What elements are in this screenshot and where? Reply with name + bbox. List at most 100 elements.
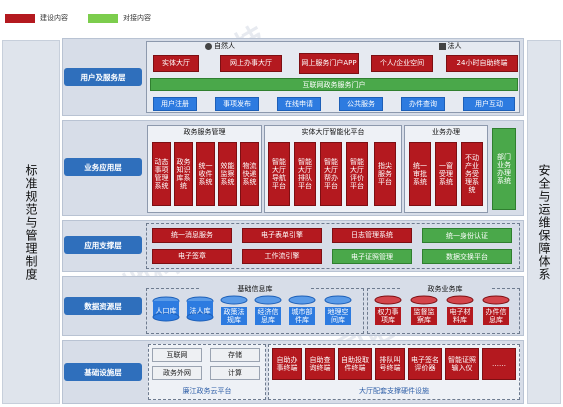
hw-signature-evaluator: 电子签名评价器 — [408, 348, 442, 380]
service-personal-space: 个人/企业空间 — [371, 55, 433, 72]
e-signature: 电子签章 — [152, 249, 232, 264]
hw-self-service: 自助办事终端 — [272, 348, 302, 380]
app-layer-label: 业务应用层 — [64, 158, 142, 176]
db-city: 城市部件库 — [286, 294, 318, 325]
database-icon: 人口库 — [152, 296, 180, 322]
security-side-text: 安全与运维保障体系 — [537, 163, 551, 281]
service-entity-hall: 实体大厅 — [153, 55, 199, 72]
db-case-label: 办件信息库 — [483, 307, 509, 325]
one-window-system: 一窗受理系统 — [435, 142, 457, 206]
support-dashed-frame — [146, 223, 520, 269]
knowledge-base-system: 政务知识库系统 — [174, 142, 193, 206]
db-economy-label: 经济信息库 — [255, 307, 281, 325]
unified-receipt-system: 统一收件系统 — [196, 142, 215, 206]
hw-more: …… — [482, 348, 516, 380]
infra-layer-label: 基础设施层 — [64, 363, 142, 381]
dept-business-system: 部门业务办理系统 — [492, 128, 516, 210]
gov-extranet-box: 政务外网 — [152, 366, 202, 380]
public-service: 公共服务 — [339, 97, 383, 111]
unified-auth: 统一身份认证 — [422, 228, 512, 243]
compute-box: 计算 — [210, 366, 260, 380]
internet-box: 互联网 — [152, 348, 202, 362]
service-app-portal: 网上服务门户APP — [299, 53, 359, 74]
db-population: 人口库 — [150, 296, 182, 322]
db-population-label: 人口库 — [156, 306, 177, 315]
db-supervise: 监督监察库 — [407, 294, 441, 325]
hw-pickup: 自助投取件终端 — [338, 348, 372, 380]
cloud-platform-caption: 廉江政务云平台 — [182, 387, 232, 395]
db-material-label: 电子材料库 — [447, 307, 473, 325]
hall-platform-title: 实体大厅智能化平台 — [301, 128, 365, 136]
hw-queue: 排队叫号终端 — [375, 348, 405, 380]
database-icon — [410, 295, 438, 305]
storage-box: 存储 — [210, 348, 260, 362]
hw-self-query: 自助查询终端 — [305, 348, 335, 380]
hall-hardware-caption: 大厅配套支撑硬件设施 — [359, 387, 429, 395]
db-supervise-label: 监督监察库 — [411, 307, 437, 325]
hw-license-input: 智能证照输入仪 — [445, 348, 479, 380]
hall-help-platform: 智能大厅帮办平台 — [320, 142, 342, 206]
person-icon — [205, 42, 212, 50]
service-self-terminal: 24小时自助终端 — [446, 55, 518, 72]
db-policy: 政策法规库 — [218, 294, 250, 325]
legend-swatch-connect — [88, 14, 118, 23]
legend-label-connect: 对接内容 — [123, 14, 151, 22]
gov-management-title: 政务服务管理 — [183, 128, 226, 136]
log-management-system: 日志管理系统 — [332, 228, 412, 243]
db-policy-label: 政策法规库 — [221, 307, 247, 325]
security-side-panel: 安全与运维保障体系 — [527, 40, 561, 404]
standards-side-panel: 标准规范与管理制度 — [2, 40, 60, 404]
legend-swatch-build — [5, 14, 35, 23]
case-query: 办件查询 — [401, 97, 445, 111]
user-register: 用户注册 — [153, 97, 197, 111]
db-case: 办件信息库 — [479, 294, 513, 325]
logistics-system: 物流快递系统 — [240, 142, 259, 206]
user-layer-label: 用户及服务层 — [64, 68, 142, 86]
user-interact: 用户互动 — [463, 97, 515, 111]
gov-db-title: 政务业务库 — [400, 283, 490, 294]
hall-queue-platform: 智能大厅排队平台 — [294, 142, 316, 206]
hall-nav-platform: 智能大厅导航平台 — [268, 142, 290, 206]
workflow-engine: 工作流引擎 — [242, 249, 322, 264]
db-material: 电子材料库 — [443, 294, 477, 325]
item-publish: 事项发布 — [215, 97, 259, 111]
data-layer-label: 数据资源层 — [64, 297, 142, 315]
internet-portal-bar: 互联网政务服务门户 — [150, 78, 518, 91]
natural-person-label: 自然人 — [190, 40, 250, 52]
unified-message-service: 统一消息服务 — [152, 228, 232, 243]
db-geo: 地理空间库 — [322, 294, 354, 325]
db-legal-label: 法人库 — [190, 306, 211, 315]
legal-person-label: 法人 — [420, 40, 480, 52]
dynamic-items-system: 动态事项管理系统 — [152, 142, 171, 206]
efficiency-supervise-system: 效能监察系统 — [218, 142, 237, 206]
database-icon — [482, 295, 510, 305]
online-apply: 在线申请 — [277, 97, 321, 111]
service-online-hall: 网上办事大厅 — [220, 55, 282, 72]
database-icon — [254, 295, 282, 305]
database-icon: 法人库 — [186, 296, 214, 322]
database-icon — [220, 295, 248, 305]
database-icon — [374, 295, 402, 305]
support-layer-label: 应用支撑层 — [64, 236, 142, 254]
db-economy: 经济信息库 — [252, 294, 284, 325]
standards-side-text: 标准规范与管理制度 — [24, 163, 38, 281]
db-power-label: 权力事项库 — [375, 307, 401, 325]
db-geo-label: 地理空间库 — [325, 307, 351, 325]
legend-label-build: 建设内容 — [40, 14, 68, 22]
data-exchange-platform: 数据交换平台 — [422, 249, 512, 264]
database-icon — [446, 295, 474, 305]
fingertip-platform: 指尖服务平台 — [374, 142, 396, 206]
database-icon — [324, 295, 352, 305]
database-icon — [288, 295, 316, 305]
unified-approval-system: 统一审批系统 — [409, 142, 431, 206]
e-license-management: 电子证照管理 — [332, 249, 412, 264]
business-title: 业务办理 — [432, 128, 460, 136]
building-icon — [438, 42, 446, 50]
db-legal: 法人库 — [184, 296, 216, 322]
hall-evaluate-platform: 智能大厅评价平台 — [346, 142, 368, 206]
db-city-label: 城市部件库 — [289, 307, 315, 325]
db-power: 权力事项库 — [371, 294, 405, 325]
real-estate-system: 不动产业务受理系统 — [461, 142, 483, 206]
eform-engine: 电子表单引擎 — [242, 228, 322, 243]
basic-db-title: 基础信息库 — [200, 283, 310, 294]
